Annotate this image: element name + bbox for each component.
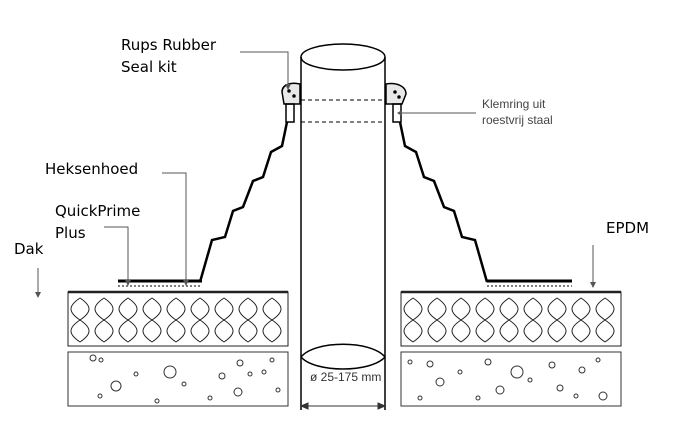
label-seal-kit-line1: Rups Rubber: [121, 36, 217, 54]
diameter-dimension: [299, 402, 387, 410]
label-clamp-ring-line1: Klemring uit: [482, 97, 546, 111]
leader-lines: [37, 51, 594, 292]
label-clamp-ring: Klemring uit roestvrij staal: [482, 96, 553, 128]
concrete-deck-right: [400, 351, 622, 407]
label-seal-kit: Rups Rubber Seal kit: [121, 34, 216, 78]
pipe: [300, 43, 386, 410]
label-clamp-ring-line2: roestvrij staal: [482, 113, 553, 127]
label-quickprime-line2: Plus: [55, 224, 86, 242]
label-quickprime-line1: QuickPrime: [55, 202, 141, 220]
label-heksenhoed: Heksenhoed: [45, 160, 139, 178]
leader-arrows: [35, 84, 596, 298]
heksenhoed-cone-right: [398, 121, 489, 283]
heksenhoed-cone-left: [198, 121, 289, 283]
label-seal-kit-line2: Seal kit: [121, 58, 177, 76]
label-epdm: EPDM: [606, 219, 650, 237]
insulation-right: [400, 290, 622, 347]
insulation-left: [67, 290, 289, 347]
label-diameter: ø 25-175 mm: [310, 370, 382, 384]
concrete-deck-left: [67, 351, 289, 407]
label-quickprime: QuickPrime Plus: [55, 200, 140, 244]
label-dak: Dak: [14, 240, 44, 258]
seal-kit-rings: [281, 82, 407, 123]
